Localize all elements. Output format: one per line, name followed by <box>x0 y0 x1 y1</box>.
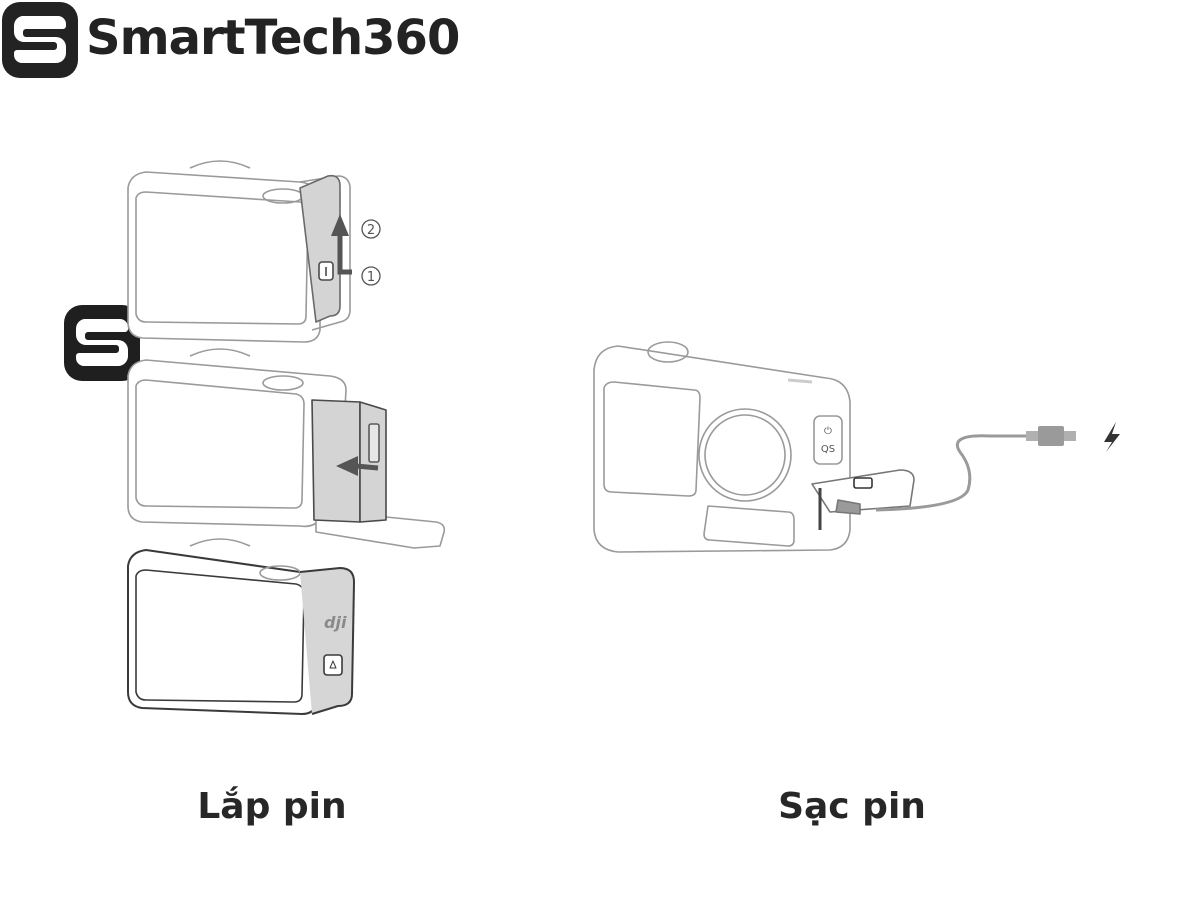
svg-text:1: 1 <box>367 270 375 285</box>
lightning-bolt-icon <box>1104 422 1120 452</box>
usb-c-cable-icon <box>1026 426 1076 446</box>
dji-logo: dji <box>324 613 347 632</box>
frame-insert-battery <box>127 348 446 549</box>
frame-open-door <box>127 160 351 343</box>
charge-battery-illustration: ⏻ QS <box>593 341 1120 553</box>
callout-2: 2 <box>361 219 381 239</box>
svg-text:2: 2 <box>367 223 375 238</box>
arrow-up-icon <box>331 214 352 275</box>
callout-1: 1 <box>361 266 381 286</box>
brand-name: SmartTech360 <box>86 10 460 66</box>
caption-charge-battery: Sạc pin <box>778 786 926 827</box>
s-monogram-icon <box>2 2 78 78</box>
watermark-logo-icon <box>64 305 140 381</box>
caption-install-battery: Lắp pin <box>197 786 347 827</box>
svg-text:QS: QS <box>821 444 835 455</box>
svg-text:⏻: ⏻ <box>824 426 832 437</box>
install-battery-illustration: 2 1 dji <box>127 160 446 715</box>
arrow-left-icon <box>336 456 379 476</box>
power-button-label: ⏻ QS <box>821 426 835 455</box>
frame-closed <box>127 538 355 715</box>
